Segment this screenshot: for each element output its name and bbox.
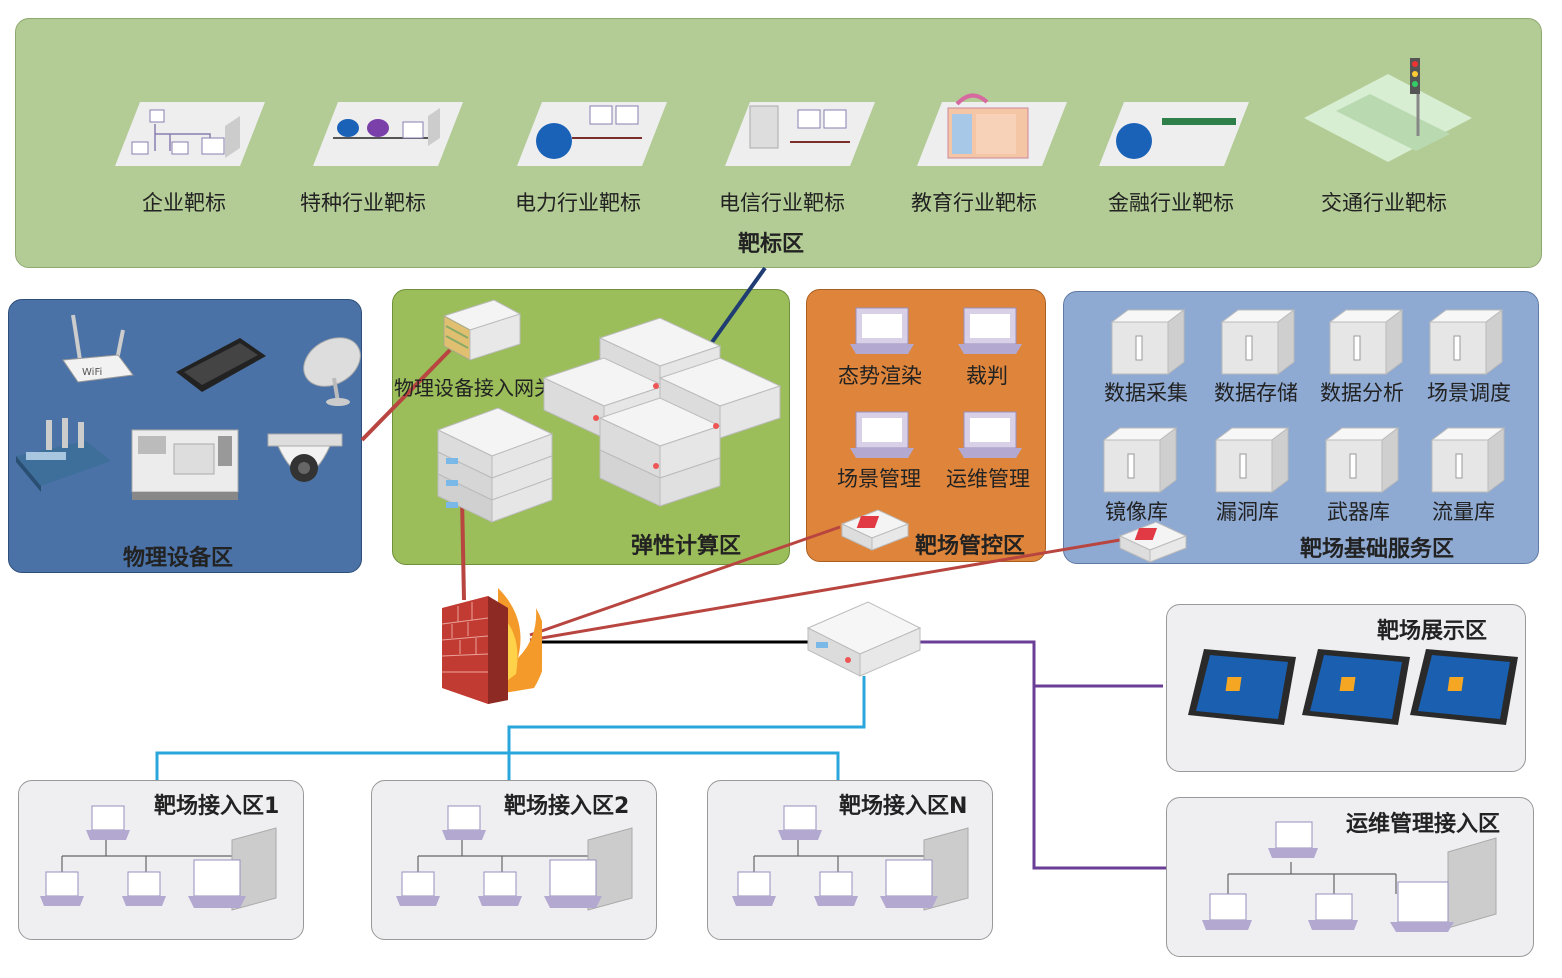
wifi-router-icon: WiFi	[62, 314, 134, 383]
network-topology-icon	[732, 805, 969, 911]
display-zone-title: 靶场展示区	[1377, 619, 1488, 644]
target-label-telecom-industry: 电信行业靶标	[719, 191, 845, 215]
firewall-icon	[441, 588, 542, 704]
security-camera-icon	[267, 433, 343, 482]
base-label-image-library: 镜像库	[1105, 500, 1168, 524]
storage-server-icon	[1328, 309, 1404, 375]
enterprise-target-icon	[115, 102, 265, 166]
factory-icon	[16, 418, 111, 492]
firewall-appliance-icon	[1118, 521, 1188, 563]
base-label-data-collection: 数据采集	[1104, 381, 1188, 405]
access-zone-2-title: 靶场接入区2	[504, 794, 630, 819]
compute-zone-title: 弹性计算区	[631, 534, 742, 559]
target-label-traffic-industry: 交通行业靶标	[1321, 191, 1447, 215]
control-label-scene-management: 场景管理	[837, 467, 921, 491]
base-label-weapon-library: 武器库	[1327, 500, 1390, 524]
server-cluster-icon	[542, 318, 782, 507]
tablet-icon	[1302, 649, 1410, 725]
firewall-appliance-icon	[840, 509, 910, 551]
base-label-scene-scheduling: 场景调度	[1427, 381, 1511, 405]
storage-server-icon	[1102, 427, 1178, 493]
target-label-education-industry: 教育行业靶标	[911, 191, 1037, 215]
storage-server-icon	[1214, 427, 1290, 493]
base-label-vulnerability-library: 漏洞库	[1216, 500, 1279, 524]
compute-server-stack-icon	[436, 407, 554, 523]
gateway-label: 物理设备接入网关	[394, 376, 554, 400]
storage-server-icon	[1430, 427, 1506, 493]
satellite-dish-icon	[303, 337, 361, 406]
ops-zone-title: 运维管理接入区	[1346, 812, 1501, 837]
storage-server-icon	[1220, 309, 1296, 375]
smartphone-icon	[176, 338, 266, 392]
tablet-icon	[1410, 649, 1518, 725]
control-label-referee: 裁判	[966, 364, 1008, 388]
access-zone-n-title: 靶场接入区N	[839, 794, 968, 819]
target-label-special-industry: 特种行业靶标	[300, 191, 426, 215]
education-industry-target-icon	[917, 93, 1067, 166]
storage-server-icon	[1110, 309, 1186, 375]
network-topology-icon	[40, 805, 277, 911]
laptop-icon	[958, 307, 1022, 354]
laptop-icon	[958, 411, 1022, 458]
access-zone-1-title: 靶场接入区1	[154, 794, 280, 819]
network-topology-icon	[1202, 821, 1497, 932]
target-label-power-industry: 电力行业靶标	[515, 191, 641, 215]
base-label-traffic-library: 流量库	[1432, 500, 1495, 524]
storage-server-icon	[1428, 309, 1504, 375]
target-label-finance-industry: 金融行业靶标	[1108, 191, 1234, 215]
base-label-data-storage: 数据存储	[1214, 381, 1298, 405]
telecom-industry-target-icon	[725, 102, 875, 166]
control-zone-title: 靶场管控区	[915, 534, 1026, 559]
gateway-server-icon	[442, 299, 522, 361]
laptop-icon	[850, 411, 914, 458]
target-label-enterprise: 企业靶标	[142, 191, 226, 215]
network-topology-icon	[396, 805, 633, 911]
svg-text:WiFi: WiFi	[82, 367, 102, 378]
base-label-data-analysis: 数据分析	[1320, 381, 1404, 405]
cnc-machine-icon	[131, 429, 239, 500]
network-switch-icon	[806, 601, 922, 677]
target-zone-title: 靶标区	[738, 232, 805, 257]
special-industry-target-icon	[313, 102, 463, 166]
power-industry-target-icon	[517, 102, 667, 166]
storage-server-icon	[1324, 427, 1400, 493]
traffic-industry-target-icon	[1304, 58, 1472, 162]
laptop-icon	[850, 307, 914, 354]
physical-zone-title: 物理设备区	[123, 546, 234, 571]
tablet-icon	[1188, 649, 1296, 725]
finance-industry-target-icon	[1099, 102, 1249, 166]
control-label-situation-render: 态势渲染	[838, 364, 922, 388]
base-zone-title: 靶场基础服务区	[1300, 537, 1455, 562]
control-label-ops-management: 运维管理	[946, 467, 1030, 491]
